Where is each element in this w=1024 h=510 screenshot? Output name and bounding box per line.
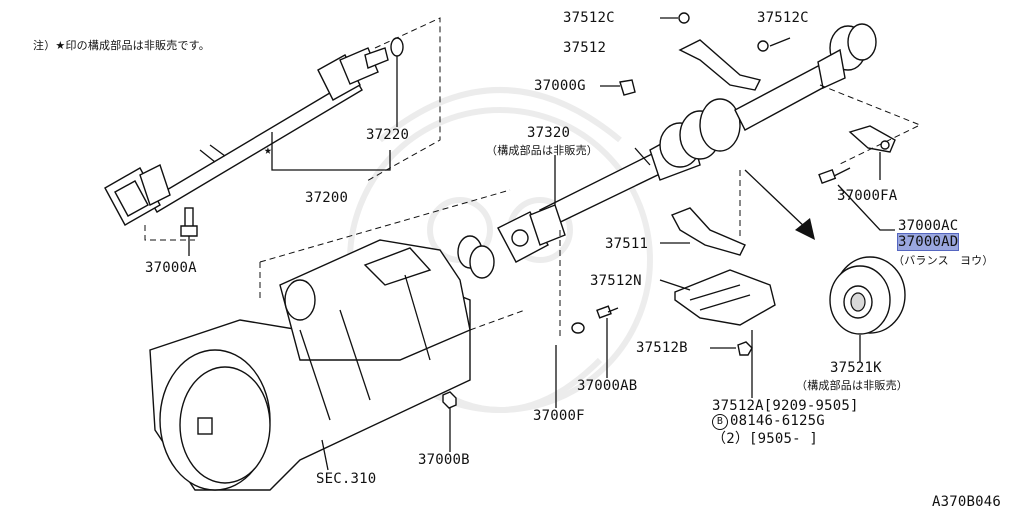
bolt-37000g [619,79,636,96]
label-37512b[interactable]: 37512B [636,340,688,356]
label-37000g[interactable]: 37000G [534,78,586,94]
label-37512n[interactable]: 37512N [590,273,642,289]
label-37320-note: （構成部品は非販売） [486,144,598,157]
label-sec310[interactable]: SEC.310 [316,471,377,487]
transmission [149,235,495,491]
center-bearing-37521k [829,256,906,335]
arrow-head [795,218,815,240]
label-37200[interactable]: 37200 [305,190,349,206]
label-37000ac[interactable]: 37000AC [898,218,959,234]
bolt-37000a [180,207,198,237]
label-37320[interactable]: 37320 [527,125,571,141]
label-37512c-right[interactable]: 37512C [757,10,809,26]
label-37000ad-note: （バランス ヨウ） [893,254,994,267]
label-37000f[interactable]: 37000F [533,408,585,424]
diagram-code: A370B046 [932,494,1002,510]
propeller-shaft-37200 [104,47,389,226]
bolt-37000ac [818,167,851,184]
label-37000b[interactable]: 37000B [418,452,470,468]
label-37521k[interactable]: 37521K [830,360,882,376]
label-08146-qty: （2）[9505- ] [712,431,819,447]
label-37000a[interactable]: 37000A [145,260,197,276]
label-08146-6125g[interactable]: 08146-6125G [730,413,825,429]
bracket-37511 [671,207,746,256]
footnote: 注）★印の構成部品は非販売です。 [33,39,210,52]
label-37521k-note: （構成部品は非販売） [796,379,908,392]
bracket-37512 [678,39,762,91]
nut-37512b [737,341,753,356]
label-37512c-top[interactable]: 37512C [563,10,615,26]
circled-b-mark: B [712,414,728,430]
label-37512a[interactable]: 37512A[9209-9505] [712,398,859,414]
label-37000fa[interactable]: 37000FA [837,188,898,204]
label-37000ab[interactable]: 37000AB [577,378,638,394]
arrow [744,169,809,231]
nut-37000b [442,391,457,409]
label-37511[interactable]: 37511 [605,236,649,252]
part-37220 [390,37,404,57]
washer-37000f [571,322,585,334]
bolt-37000ab [596,305,619,319]
propeller-shaft-37320 [497,23,877,263]
star-mark: ★ [264,143,273,158]
label-37000ad-highlighted[interactable]: 37000AD [896,233,960,251]
label-37512[interactable]: 37512 [563,40,607,56]
insulator-37512n [674,269,776,326]
label-37220[interactable]: 37220 [366,127,410,143]
